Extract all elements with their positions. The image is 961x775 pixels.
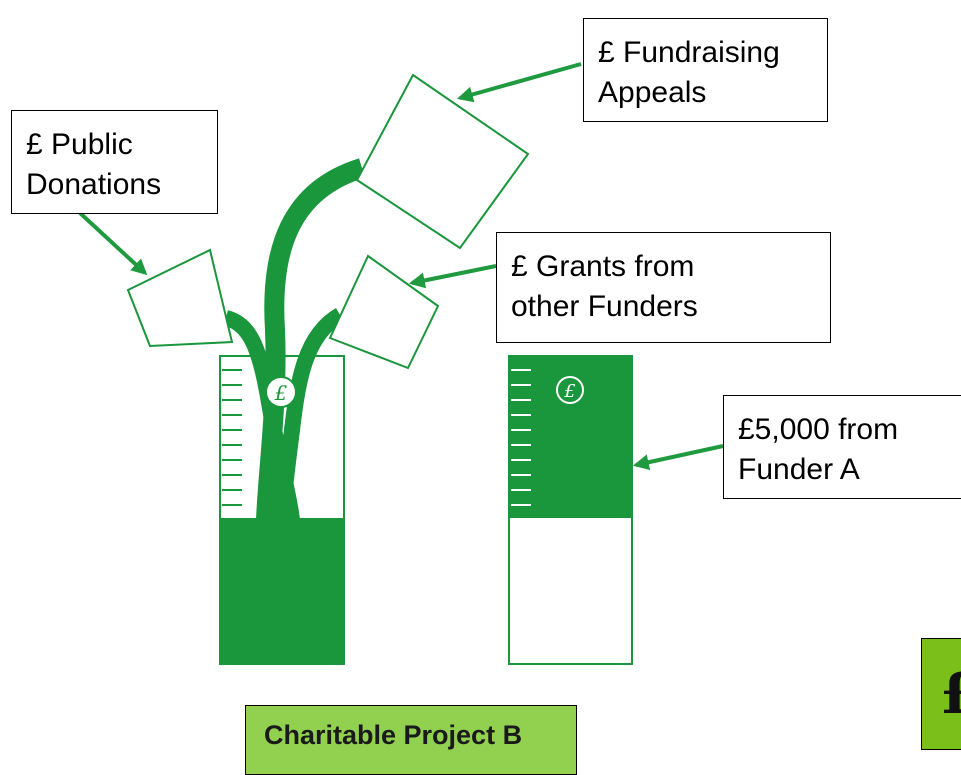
- public-donations-label: £ Public Donations: [11, 110, 218, 214]
- pound-coin-icon: £: [265, 376, 297, 408]
- svg-text:£: £: [274, 381, 288, 405]
- left-jar-ticks: [222, 369, 242, 506]
- pound-badge: £: [921, 638, 961, 750]
- arrow-public: [78, 211, 148, 276]
- arrow-funder-a: [632, 444, 724, 471]
- stream-grants: [274, 308, 345, 521]
- right-jar: £: [508, 355, 633, 665]
- container-public: [126, 248, 234, 348]
- funding-streams: [223, 158, 366, 521]
- container-grants: [328, 254, 440, 370]
- fundraising-appeals-label: £ Fundraising Appeals: [583, 18, 828, 122]
- grants-label: £ Grants from other Funders: [496, 232, 831, 343]
- arrow-fundraising: [456, 62, 582, 103]
- container-fundraising: [355, 73, 530, 250]
- arrow-grants: [408, 264, 497, 289]
- svg-text:£: £: [563, 381, 575, 402]
- right-jar-ticks: [511, 369, 531, 506]
- stream-fundraising: [256, 158, 366, 521]
- left-jar-fill: [220, 518, 344, 664]
- pound-coin-icon: £: [556, 376, 584, 404]
- funder-a-label: £5,000 from Funder A: [723, 395, 961, 499]
